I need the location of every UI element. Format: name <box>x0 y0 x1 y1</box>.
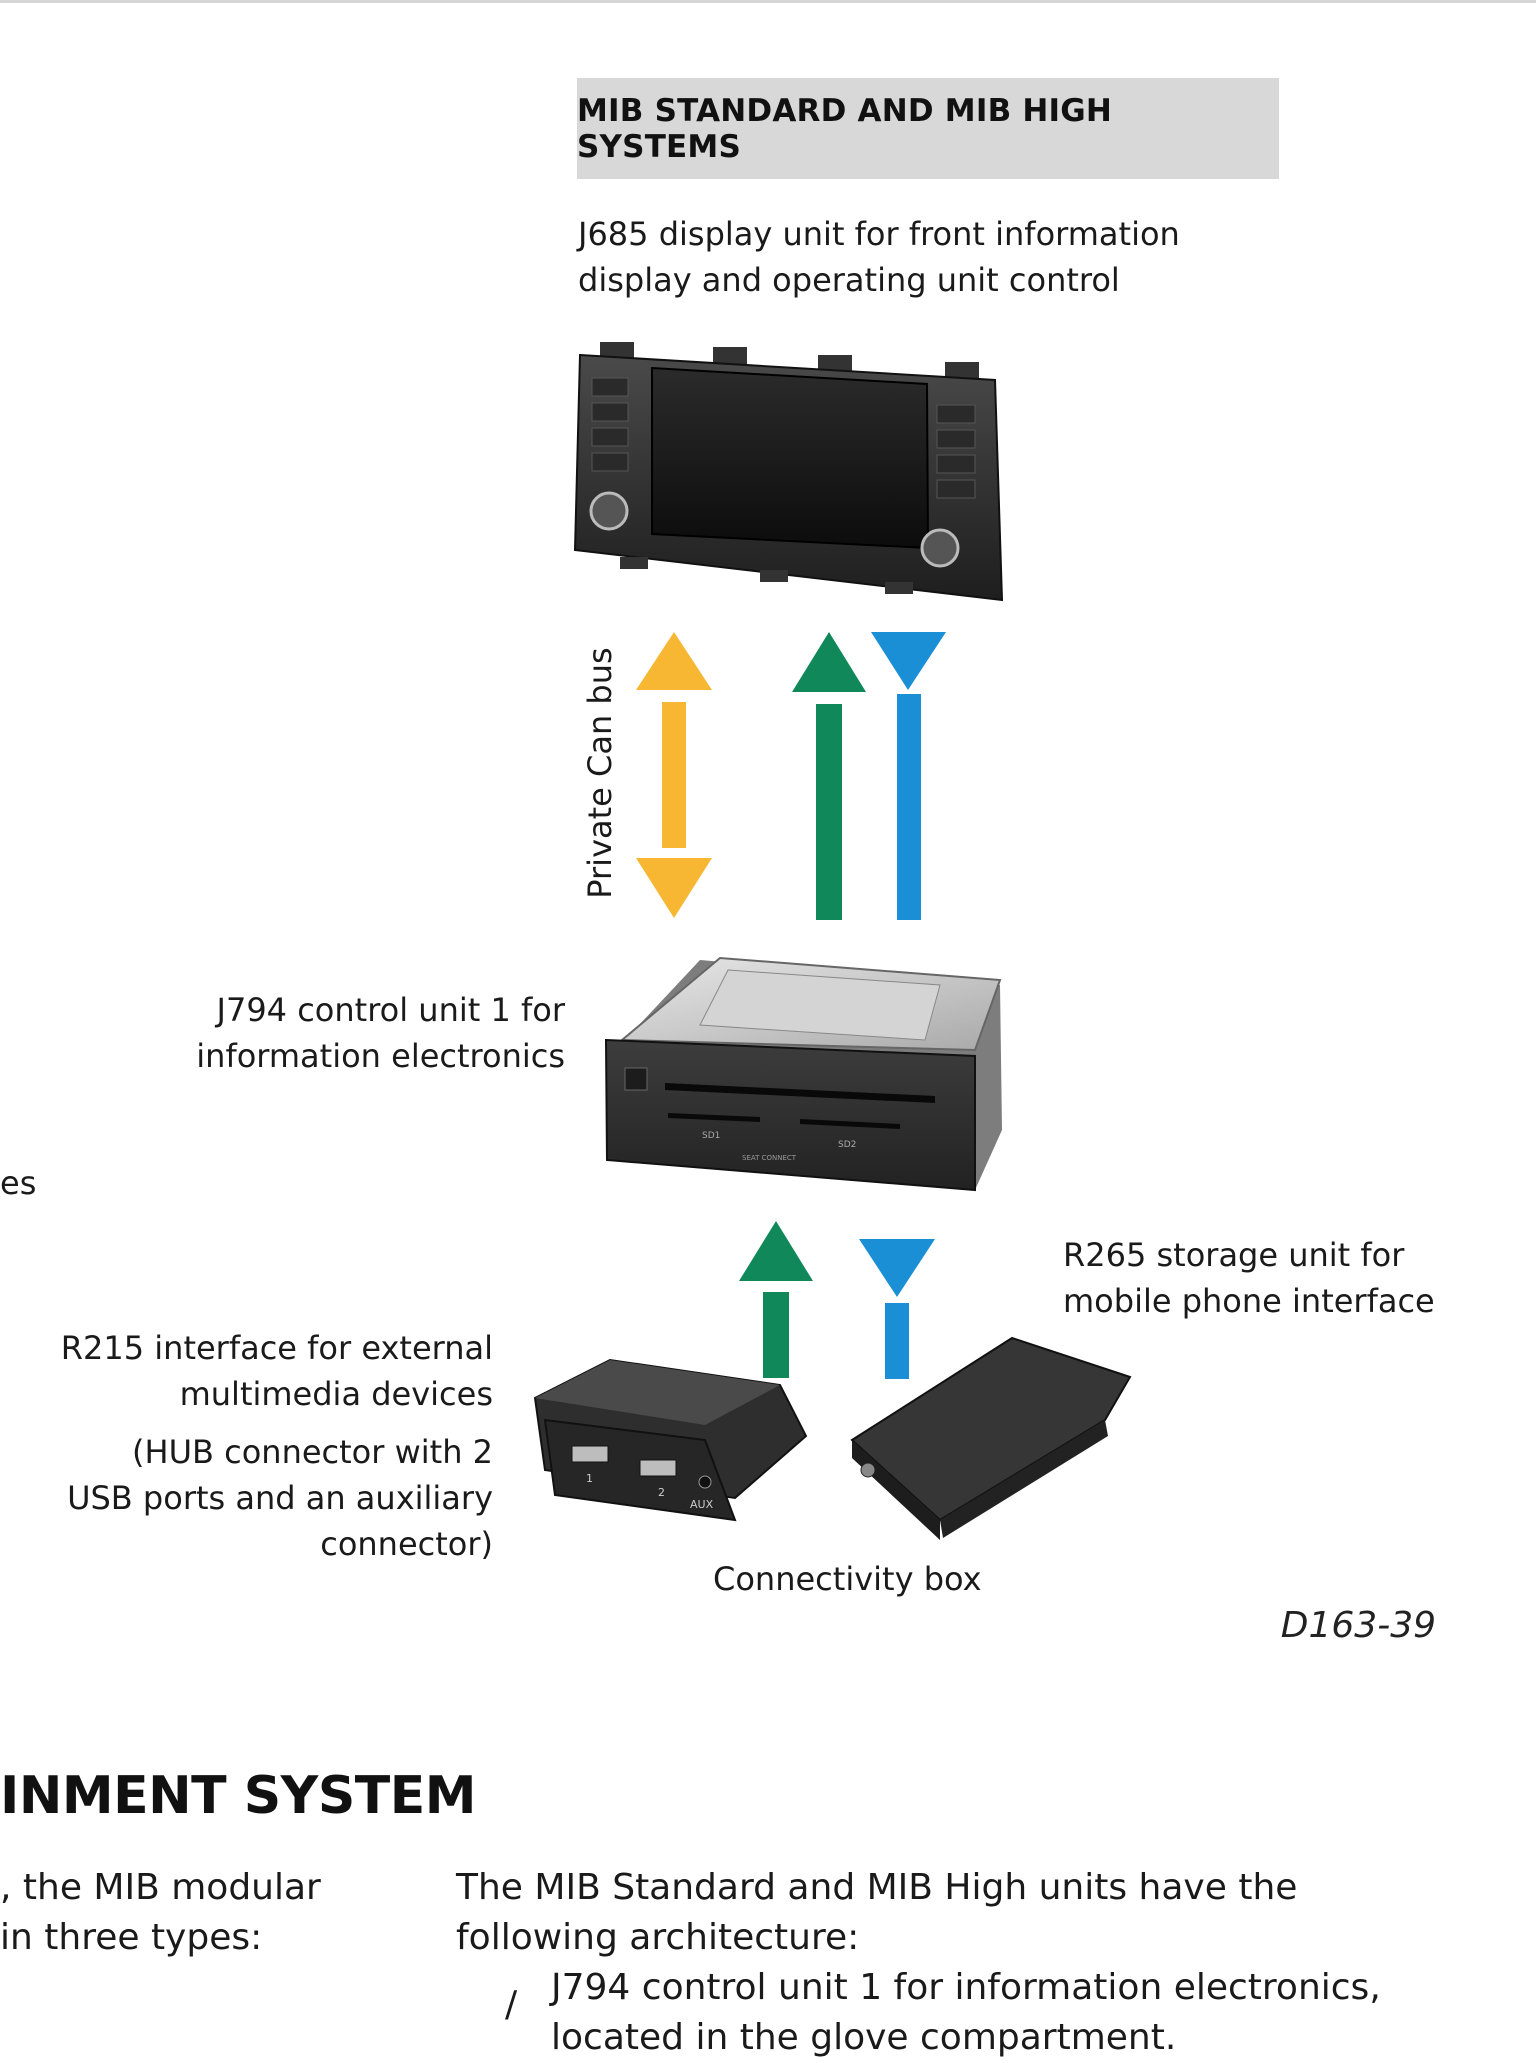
disc-slot <box>665 1083 935 1103</box>
right-column-line1: The MIB Standard and MIB High units have… <box>456 1867 1298 1908</box>
antenna-connector <box>860 1462 876 1478</box>
blue-arrow-down-top <box>871 632 946 920</box>
display-clip <box>885 582 913 594</box>
display-button <box>591 452 629 472</box>
usb-hub-image: 1 2 AUX <box>533 1358 808 1522</box>
top-divider <box>0 0 1536 3</box>
bullet-line1: J794 control unit 1 for information elec… <box>551 1967 1381 2008</box>
display-button <box>591 377 629 397</box>
display-unit-label-line1: J685 display unit for front information <box>578 215 1180 253</box>
usb-port-2-number: 2 <box>658 1486 665 1499</box>
r215-note-line2: USB ports and an auxiliary <box>67 1479 493 1517</box>
display-clip <box>600 342 634 360</box>
figure-id: D163-39 <box>1280 1605 1436 1646</box>
blue-arrow-down-bottom <box>859 1239 935 1379</box>
display-button <box>591 427 629 447</box>
volume-knob <box>589 491 629 531</box>
display-clip <box>945 362 979 380</box>
display-clip <box>760 570 788 582</box>
brand-text: SEAT CONNECT <box>742 1154 797 1162</box>
display-button <box>936 404 976 424</box>
green-arrow-up-bottom <box>739 1221 813 1378</box>
aux-text: AUX <box>690 1498 714 1511</box>
usb-port-1-number: 1 <box>586 1472 593 1485</box>
control-unit-label-line2: information electronics <box>196 1037 565 1075</box>
connectivity-box-label: Connectivity box <box>713 1560 982 1598</box>
display-clip <box>713 347 747 365</box>
sd1-text: SD1 <box>702 1131 720 1141</box>
r215-label-line1: R215 interface for external <box>60 1329 493 1367</box>
right-column-line2: following architecture: <box>456 1917 860 1958</box>
display-clip <box>620 557 648 569</box>
section-heading: INMENT SYSTEM <box>0 1766 477 1826</box>
control-unit-image: SD1 SD2 SEAT CONNECT <box>604 956 1002 1192</box>
connectivity-box-image <box>850 1336 1132 1540</box>
edge-fragment: es <box>0 1164 37 1202</box>
aux-jack <box>698 1475 712 1489</box>
control-unit-label-plate <box>699 969 941 1041</box>
control-unit-label-line1: J794 control unit 1 for <box>216 991 565 1029</box>
left-column-line1: , the MIB modular <box>0 1867 321 1908</box>
left-column-line2: in three types: <box>0 1917 263 1958</box>
tune-knob <box>920 528 960 568</box>
bullet-line2: located in the glove compartment. <box>551 2017 1177 2058</box>
r215-note-line3: connector) <box>320 1525 493 1563</box>
green-arrow-up-top <box>792 632 866 920</box>
usb-port-2 <box>639 1459 677 1477</box>
diagram-header-text: MIB STANDARD AND MIB HIGH SYSTEMS <box>577 92 1113 165</box>
display-button <box>936 454 976 474</box>
usb-port-1 <box>571 1445 609 1463</box>
display-button <box>936 429 976 449</box>
sd-slot-1 <box>668 1113 760 1122</box>
display-unit-label-line2: display and operating unit control <box>578 261 1120 299</box>
sd-slot-2 <box>800 1119 900 1129</box>
display-screen <box>651 366 930 550</box>
r265-label-line1: R265 storage unit for <box>1063 1236 1405 1274</box>
display-clip <box>818 355 852 373</box>
r215-note-line1: (HUB connector with 2 <box>132 1433 493 1471</box>
r215-label-line2: multimedia devices <box>179 1375 493 1413</box>
can-bus-arrow <box>636 632 712 918</box>
eject-button <box>624 1067 648 1091</box>
diagram-header: MIB STANDARD AND MIB HIGH SYSTEMS <box>577 78 1279 179</box>
r265-label-line2: mobile phone interface <box>1063 1282 1435 1320</box>
display-button <box>936 479 976 499</box>
display-button <box>591 402 629 422</box>
diagram-graphics: SD1 SD2 SEAT CONNECT 1 2 AUX <box>533 342 1132 1540</box>
sd2-text: SD2 <box>838 1140 856 1150</box>
bullet-marker: / <box>505 1984 518 2025</box>
display-unit-image <box>573 342 1004 602</box>
